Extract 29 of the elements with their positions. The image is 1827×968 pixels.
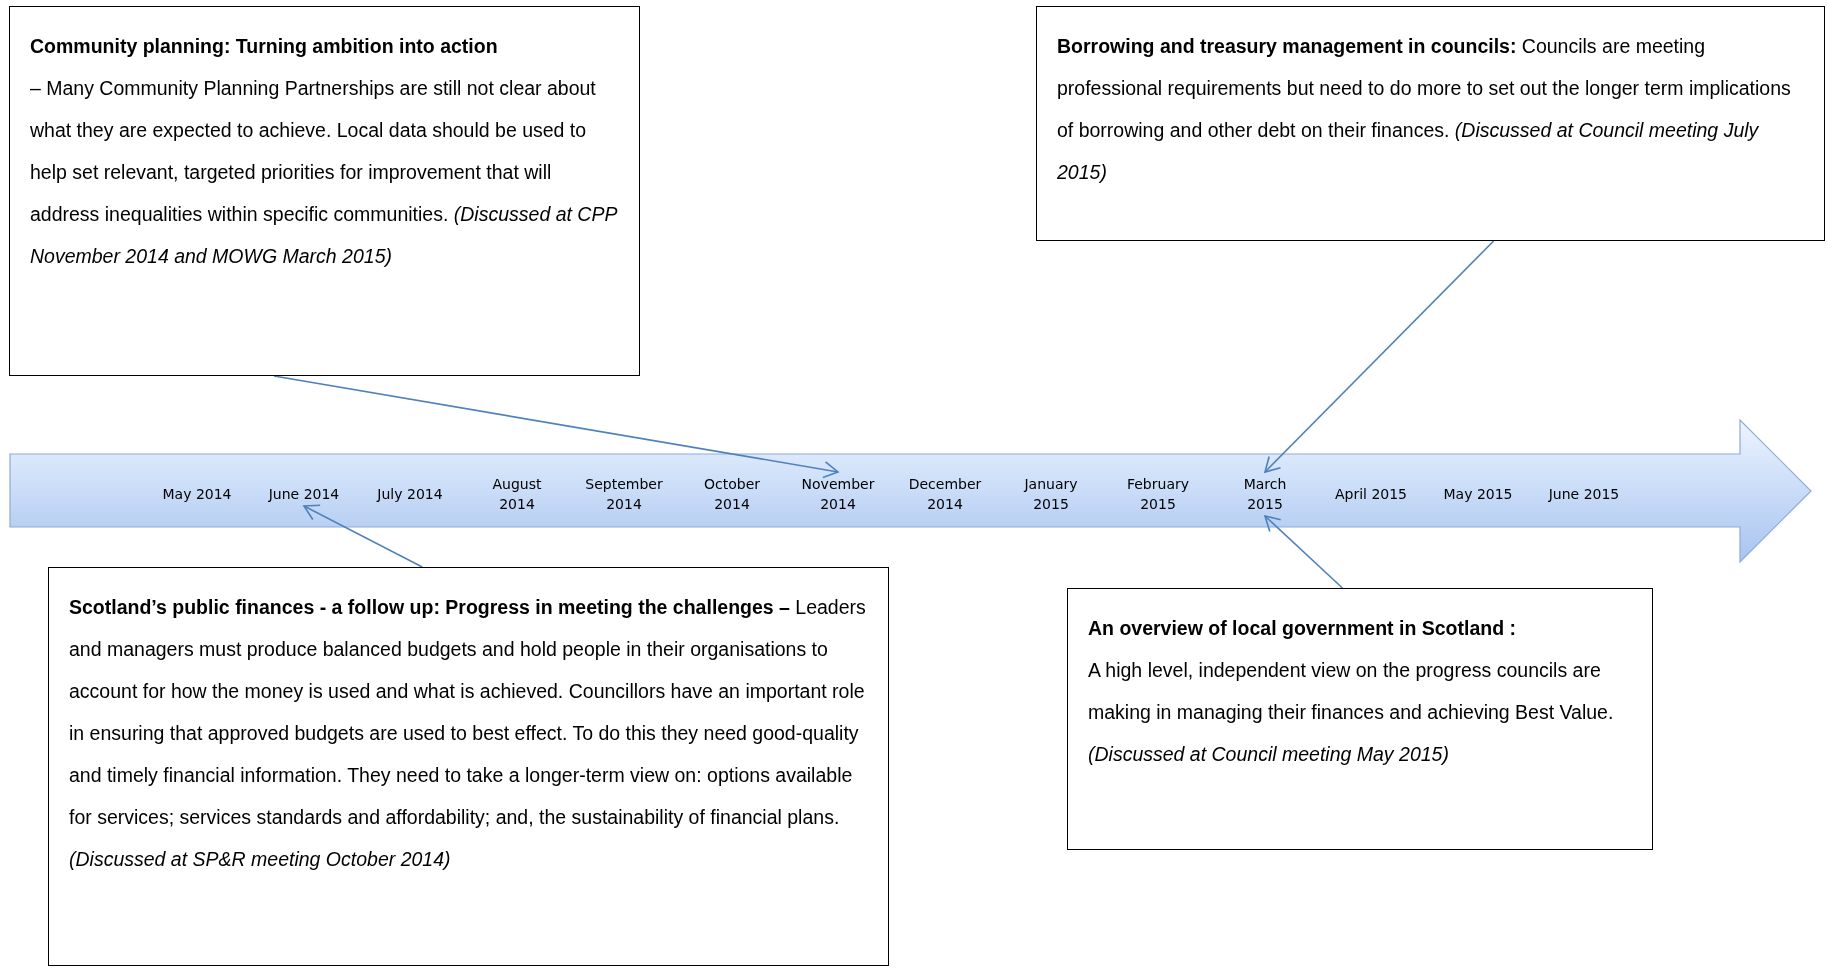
heading: An overview of local government in Scotland : [1088, 616, 1517, 641]
month-label: February 2015 [1118, 474, 1198, 514]
month-label: August 2014 [477, 474, 557, 514]
leader-arrow [303, 504, 424, 568]
timeline-arrow [9, 419, 1812, 563]
month-label: July 2014 [364, 484, 456, 504]
leader-arrow [1264, 515, 1344, 589]
text-box [1036, 6, 1825, 241]
text-box [9, 6, 640, 376]
month-label: October 2014 [692, 474, 772, 514]
month-label: September 2014 [584, 474, 664, 514]
month-label: April 2015 [1331, 484, 1411, 504]
leader-arrow [273, 375, 839, 479]
month-label: January 2015 [1011, 474, 1091, 514]
month-label: December 2014 [905, 474, 985, 514]
paragraph: Scotland’s public finances - a follow up: Progress in meeting the challenges – Leaders and managers must produce balanced budgets and hold people in their organisations to account for how the money is used and what is achieved. Councillors have an important role in ensuring that approved budgets are used to best effect. To do this they need good-quality and timely financial information. They need to take a longer-term view on: options available for services; services standards and affordability; and, the sustainability of financial plans. (Discussed at SP&R meeting October 2014) [69, 595, 867, 872]
month-label: June 2015 [1544, 484, 1624, 504]
month-label: June 2014 [258, 484, 350, 504]
text-box [48, 567, 889, 966]
month-label: May 2014 [151, 484, 243, 504]
month-label: May 2015 [1438, 484, 1518, 504]
paragraph: – Many Community Planning Partnerships are still not clear about what they are expected to achieve. Local data should be used to help set relevant, targeted priorities for improvement that will address inequalities within specific communities. (Discussed at CPP November 2014 and MOWG March 2015) [30, 76, 619, 269]
paragraph: A high level, independent view on the progress councils are making in managing their finances and achieving Best Value. (Discussed at Council meeting May 2015) [1088, 658, 1615, 767]
leader-arrow [1264, 240, 1495, 473]
heading: Community planning: Turning ambition into action [30, 34, 499, 59]
paragraph: Borrowing and treasury management in councils: Councils are meeting professional requirements but need to do more to set out the longer term implications of borrowing and other debt on their finances. (Discussed at Council meeting July 2015) [1057, 34, 1792, 185]
month-label: November 2014 [798, 474, 878, 514]
month-label: March 2015 [1225, 474, 1305, 514]
text-box [1067, 588, 1653, 850]
